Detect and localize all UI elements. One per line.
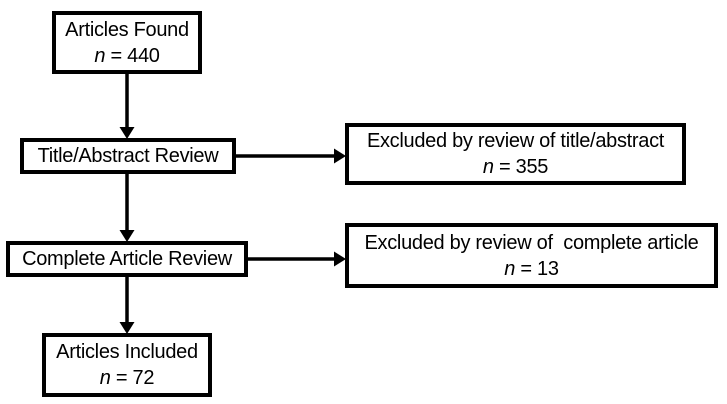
arrow-full-review-to-excluded xyxy=(246,251,346,267)
count-value: 13 xyxy=(537,257,559,280)
box-label: Articles Included xyxy=(56,341,198,363)
arrow-full-review-to-included xyxy=(119,275,135,334)
count-value: 440 xyxy=(127,44,160,67)
box-articles-found: Articles Found n = 440 xyxy=(52,11,202,74)
n-symbol: n xyxy=(504,257,516,280)
n-symbol: n xyxy=(99,367,111,389)
box-excluded-title-abstract: Excluded by review of title/abstract n =… xyxy=(345,123,686,185)
box-count: n = 440 xyxy=(94,43,160,69)
box-label: Complete Article Review xyxy=(22,248,232,270)
equals-sign: = xyxy=(493,156,516,178)
box-label: Articles Found xyxy=(65,18,189,41)
n-symbol: n xyxy=(482,156,494,178)
arrow-found-to-title-review xyxy=(119,72,135,139)
box-label: Title/Abstract Review xyxy=(37,145,219,167)
box-label: Excluded by review of title/abstract xyxy=(366,130,665,152)
equals-sign: = xyxy=(105,44,128,67)
count-value: 355 xyxy=(515,156,549,178)
box-title-abstract-review: Title/Abstract Review xyxy=(20,138,236,174)
count-value: 72 xyxy=(132,367,155,389)
equals-sign: = xyxy=(515,257,538,280)
arrow-title-review-to-excluded xyxy=(234,148,346,164)
box-count: n = 355 xyxy=(482,154,549,180)
equals-sign: = xyxy=(110,367,133,389)
box-label: Excluded by review of complete article xyxy=(364,231,699,254)
box-count: n = 13 xyxy=(504,256,559,282)
box-count: n = 72 xyxy=(99,365,155,391)
arrow-title-review-to-full-review xyxy=(119,172,135,242)
box-articles-included: Articles Included n = 72 xyxy=(42,333,212,397)
box-excluded-complete-article: Excluded by review of complete article n… xyxy=(345,223,718,288)
box-complete-article-review: Complete Article Review xyxy=(6,241,248,277)
n-symbol: n xyxy=(94,44,106,67)
